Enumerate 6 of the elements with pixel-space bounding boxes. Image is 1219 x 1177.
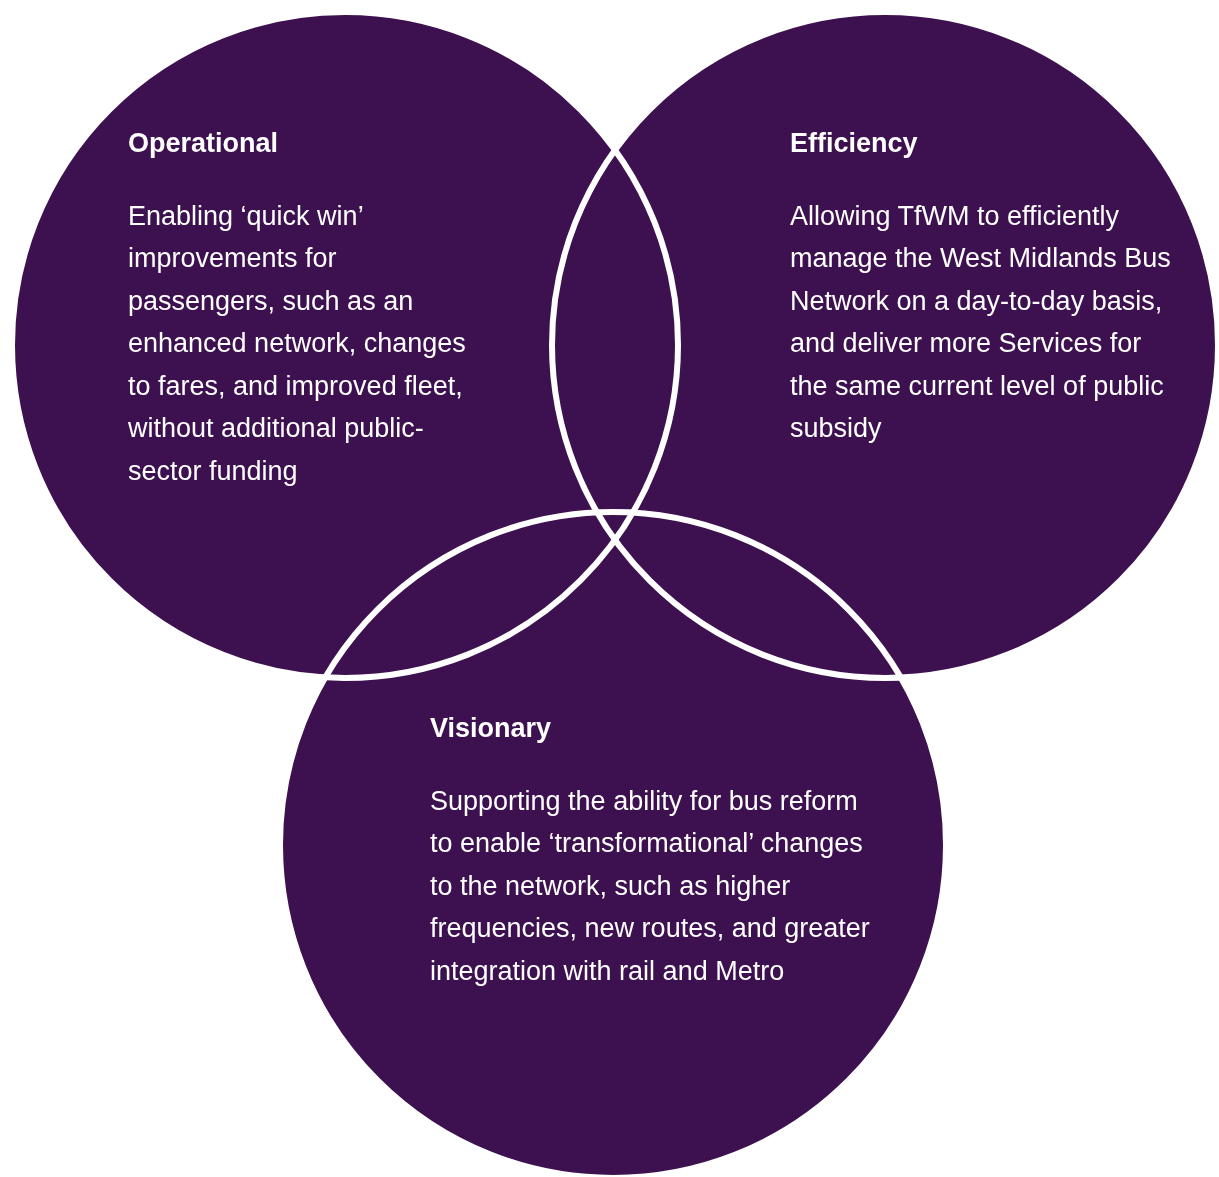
circle-heading: Efficiency <box>790 127 919 160</box>
circle-description: Allowing TfWM to efficiently manage the West Midlands Bus Network on a day-to-day basis, and deliver more Services for the same current level of public subsidy <box>790 199 1172 445</box>
circle-description: Enabling ‘quick win’ improvements for passengers, such as an enhanced network, changes to fares, and improved fleet, without additional public-sector funding <box>128 199 467 488</box>
circle-heading: Operational <box>128 127 280 160</box>
circle-description: Supporting the ability for bus reform to enable ‘transformational’ changes to the network, such as higher frequencies, new routes, and greater integration with rail and Metro <box>430 784 870 988</box>
circle-heading: Visionary <box>430 712 553 745</box>
